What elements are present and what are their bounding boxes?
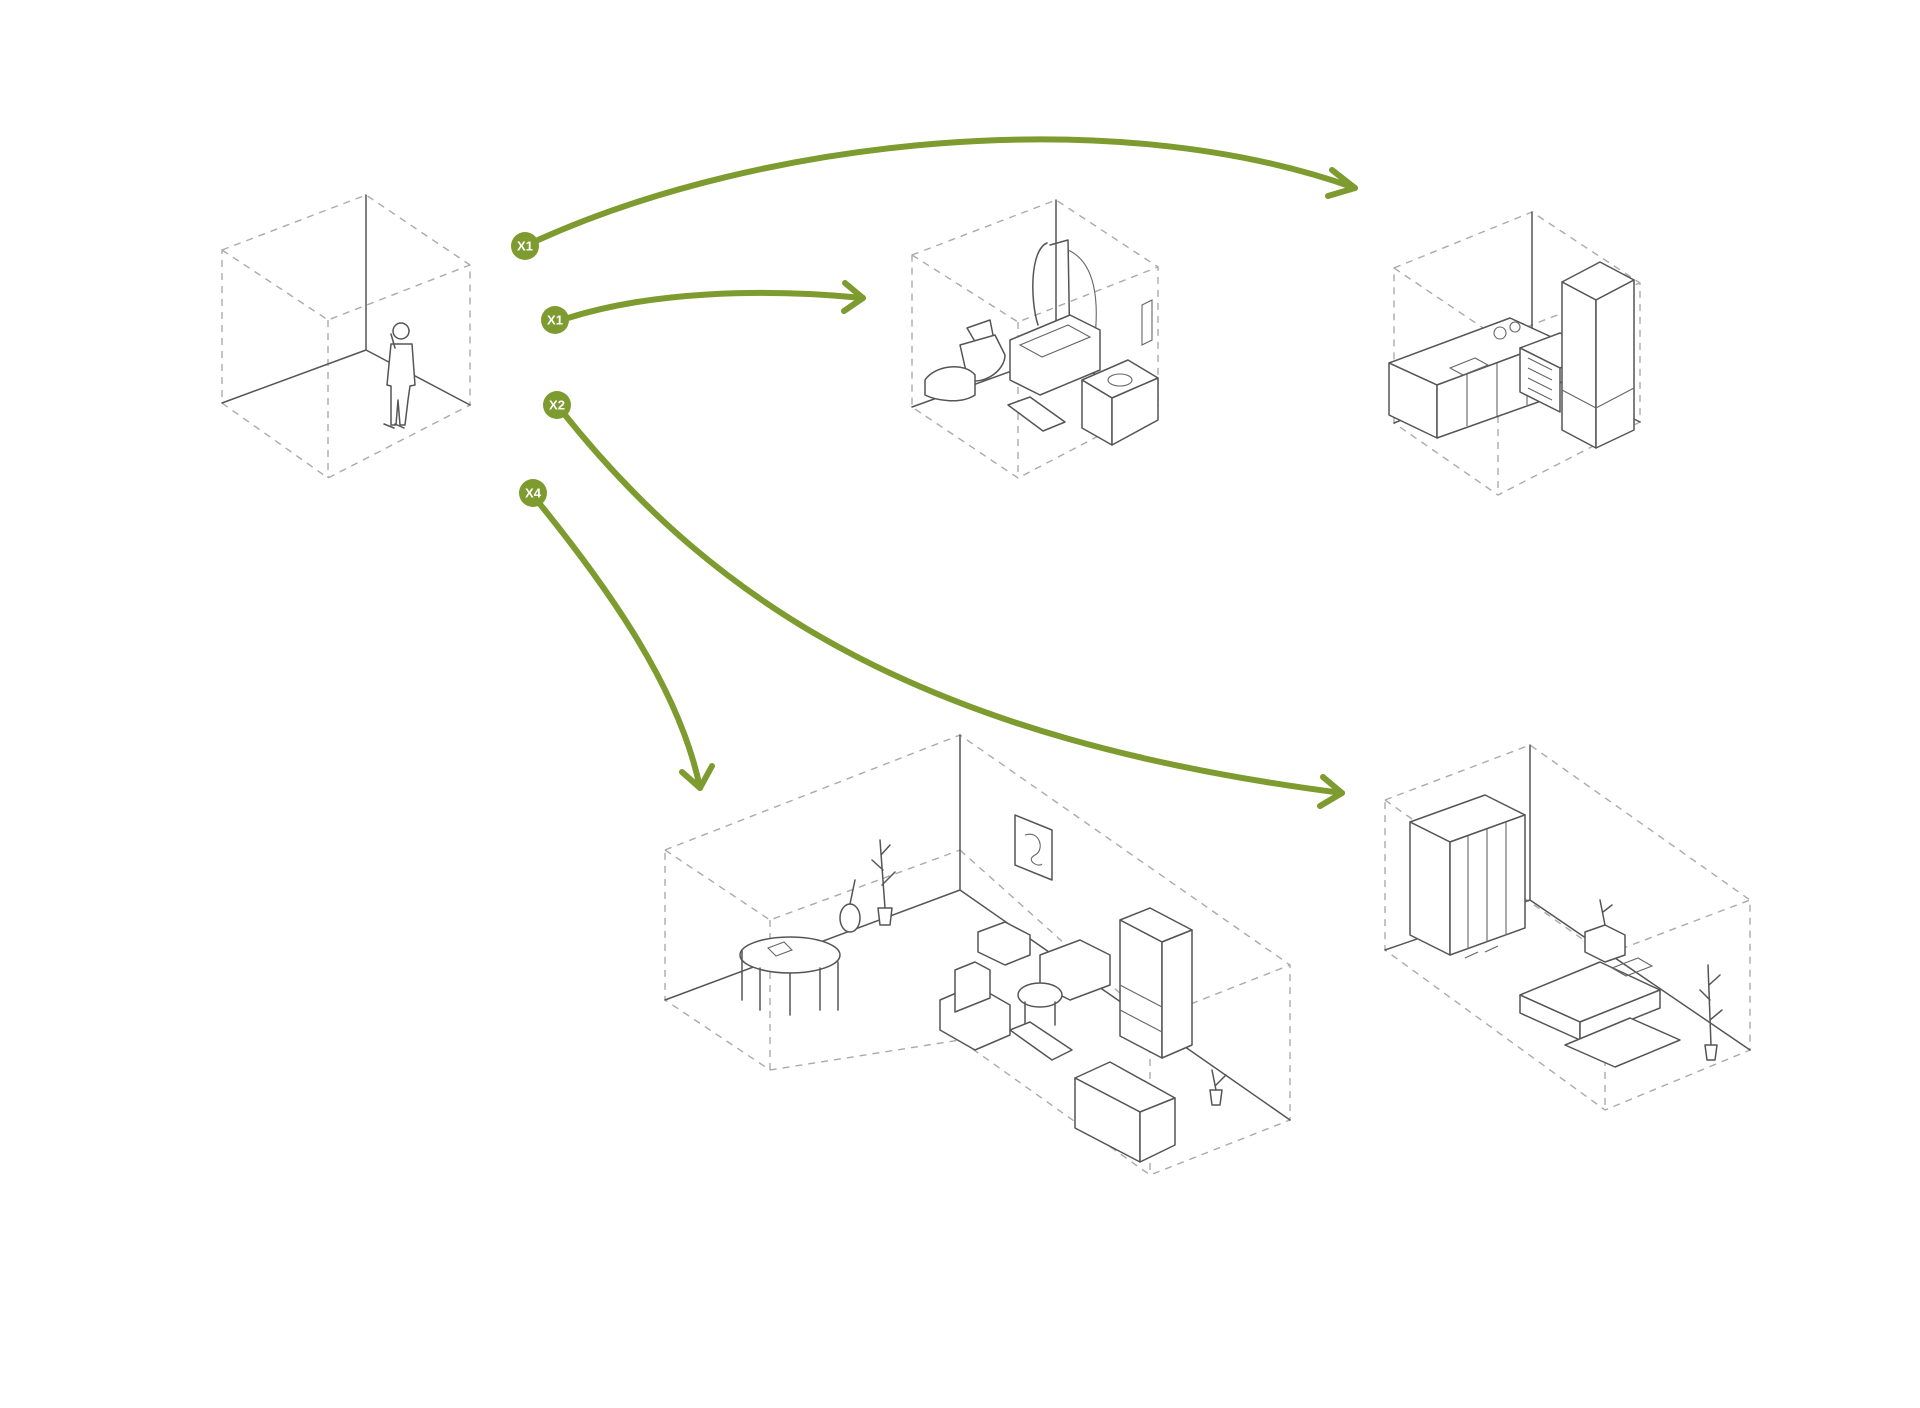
plant-icon xyxy=(872,840,895,925)
bathroom-room xyxy=(912,200,1158,478)
arrow-to-bedroom xyxy=(561,410,1342,806)
multiplier-badge-kitchen: X1 xyxy=(511,232,539,260)
table-icon xyxy=(740,937,840,1015)
guitar-icon xyxy=(840,880,860,932)
bidet-icon xyxy=(925,367,975,401)
mat-icon xyxy=(1008,397,1065,431)
bedroom-room xyxy=(1385,745,1750,1110)
multiplier-label: X2 xyxy=(549,398,565,413)
rug-icon xyxy=(1010,1022,1072,1060)
plant-icon xyxy=(1210,1070,1226,1105)
coffee-table-icon xyxy=(1018,983,1062,1025)
base-unit xyxy=(222,195,470,478)
shelf-icon xyxy=(1120,908,1192,1058)
multiplier-badge-bathroom: X1 xyxy=(541,306,569,334)
plant-icon xyxy=(1700,965,1722,1060)
arrow-to-bathroom xyxy=(568,283,863,318)
nightstand-icon xyxy=(1585,900,1625,962)
kitchen-room xyxy=(1389,212,1640,495)
multiplier-badge-bedroom: X2 xyxy=(543,391,571,419)
wardrobe-icon xyxy=(1410,795,1525,955)
painting-icon xyxy=(1015,815,1052,880)
tall-cabinet-icon xyxy=(1562,262,1634,448)
multiplier-label: X4 xyxy=(525,486,542,501)
multiplier-label: X1 xyxy=(517,239,533,254)
tv-unit-icon xyxy=(940,962,1010,1050)
multiplier-label: X1 xyxy=(547,313,563,328)
person-icon xyxy=(384,323,415,428)
desk-icon xyxy=(1075,1062,1175,1162)
multiplier-badge-living: X4 xyxy=(519,479,547,507)
arrow-to-kitchen xyxy=(538,139,1355,240)
living-room xyxy=(665,735,1290,1175)
